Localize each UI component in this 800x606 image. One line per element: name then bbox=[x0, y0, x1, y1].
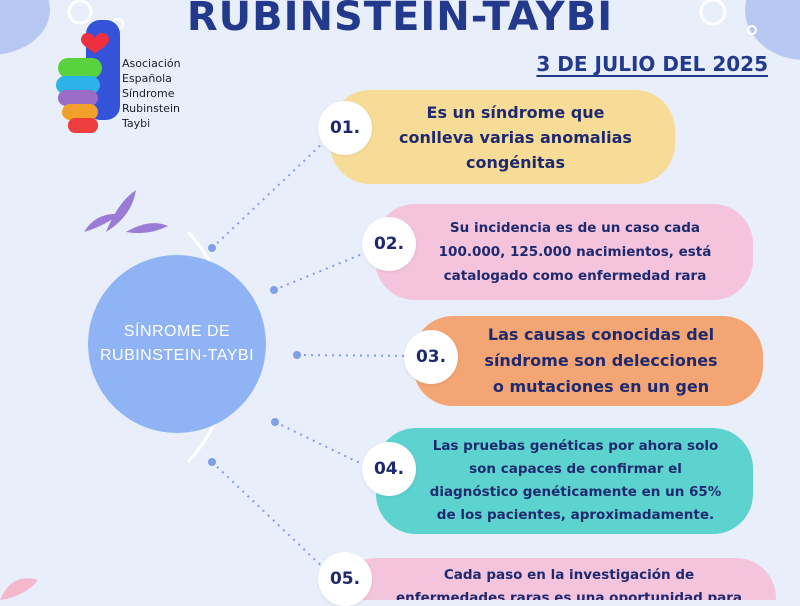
logo-line: Rubinstein bbox=[122, 102, 180, 115]
fact-card-5: Cada paso en la investigación de enferme… bbox=[336, 558, 776, 600]
fact-line: Las pruebas genéticas por ahora solo bbox=[432, 438, 719, 454]
fact-line: Es un síndrome que bbox=[426, 102, 605, 122]
connector-dots bbox=[208, 244, 301, 466]
fact-line: Las causas conocidas del bbox=[487, 325, 715, 344]
fact-text: Su incidencia es de un caso cada 100.000… bbox=[439, 216, 712, 288]
fact-number-5: 05. bbox=[318, 552, 372, 606]
fact-number-4: 04. bbox=[362, 442, 416, 496]
fact-card-3: Las causas conocidas del síndrome son de… bbox=[413, 316, 763, 406]
fact-card-1: Es un síndrome que conlleva varias anoma… bbox=[330, 90, 675, 184]
petal-decoration-icon bbox=[84, 190, 168, 234]
fact-line: congénitas bbox=[465, 152, 565, 172]
center-line: SÍNROME DE bbox=[123, 323, 231, 340]
logo-line: Asociación bbox=[122, 57, 181, 70]
fact-line: síndrome son delecciones bbox=[484, 351, 718, 370]
date-label: 3 DE JULIO DEL 2025 bbox=[536, 52, 768, 76]
fact-text: Las causas conocidas del síndrome son de… bbox=[484, 322, 717, 400]
center-line: RUBINSTEIN-TAYBI bbox=[99, 347, 255, 364]
fact-line: 100.000, 125.000 nacimientos, está bbox=[438, 244, 712, 260]
logo-line: Española bbox=[122, 72, 172, 85]
logo-text: Asociación Española Síndrome Rubinstein … bbox=[122, 56, 181, 131]
fact-card-2: Su incidencia es de un caso cada 100.000… bbox=[375, 204, 753, 300]
bubble-decoration-icon bbox=[67, 0, 93, 25]
fact-line: enfermedades raras es una oportunidad pa… bbox=[395, 590, 743, 600]
fact-line: o mutaciones en un gen bbox=[492, 377, 710, 396]
fact-line: diagnóstico genéticamente en un 65% bbox=[429, 484, 722, 500]
logo-line: Taybi bbox=[122, 117, 151, 130]
bubble-decoration-icon bbox=[699, 0, 727, 26]
corner-blob-left bbox=[0, 0, 50, 55]
fact-line: conlleva varias anomalias bbox=[399, 127, 632, 147]
connectors bbox=[211, 141, 413, 575]
fact-number-1: 01. bbox=[318, 101, 372, 155]
fact-line: Su incidencia es de un caso cada bbox=[449, 220, 701, 236]
fact-line: catalogado como enfermedad rara bbox=[443, 268, 707, 284]
fact-text: Cada paso en la investigación de enferme… bbox=[396, 564, 742, 600]
fact-number-3: 03. bbox=[404, 330, 458, 384]
page-title: RUBINSTEIN-TAYBI bbox=[186, 0, 614, 40]
center-topic-circle: SÍNROME DE RUBINSTEIN-TAYBI bbox=[88, 255, 266, 433]
corner-blob-right bbox=[745, 0, 800, 60]
fact-line: Cada paso en la investigación de bbox=[443, 567, 695, 583]
heart-icon bbox=[81, 32, 109, 54]
fact-text: Es un síndrome que conlleva varias anoma… bbox=[399, 100, 632, 175]
fact-line: de los pacientes, aproximadamente. bbox=[436, 507, 715, 523]
fact-card-4: Las pruebas genéticas por ahora solo son… bbox=[376, 428, 753, 534]
fact-number-2: 02. bbox=[362, 217, 416, 271]
thumbs-up-logo-icon bbox=[56, 20, 120, 133]
logo-line: Síndrome bbox=[122, 87, 175, 100]
fact-line: son capaces de confirmar el bbox=[469, 461, 682, 477]
bubble-decoration-icon bbox=[747, 25, 757, 35]
petal-decoration-icon bbox=[0, 578, 38, 600]
fact-text: Las pruebas genéticas por ahora solo son… bbox=[430, 435, 722, 527]
